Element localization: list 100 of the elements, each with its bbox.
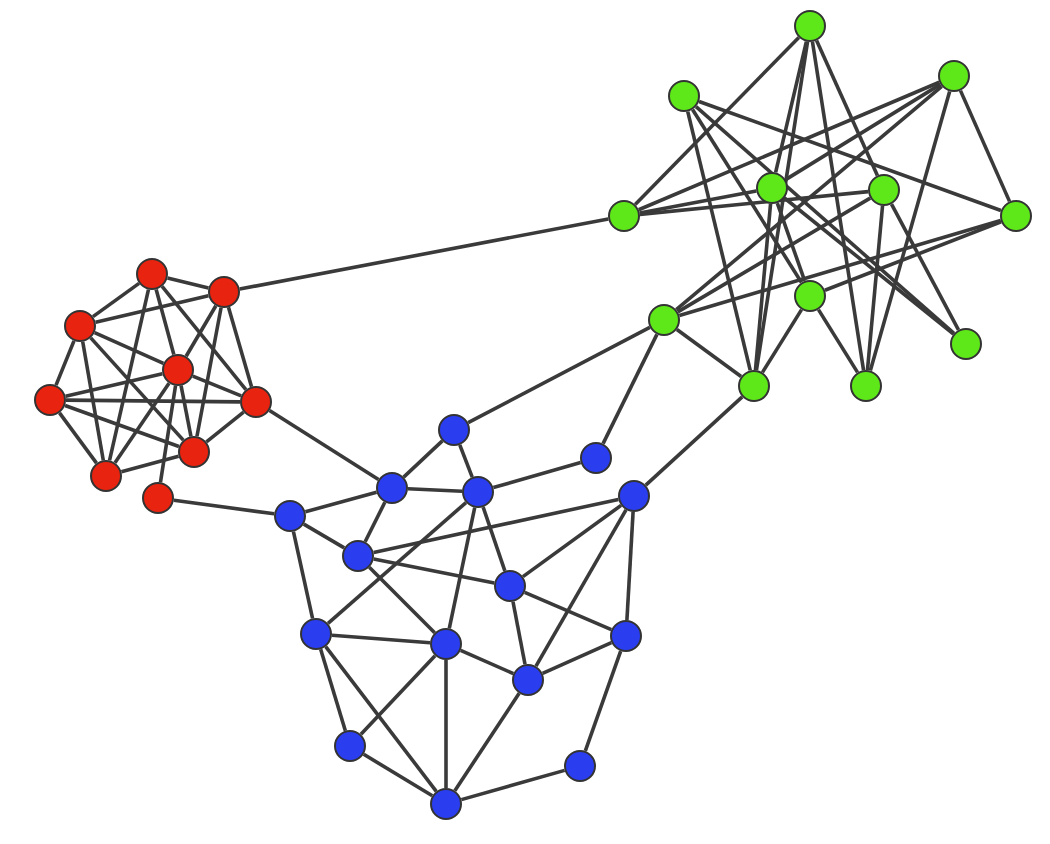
edge-line [824,220,1002,292]
edge-line [160,285,248,391]
edge-line [865,205,885,371]
edge-line [326,501,468,625]
network-node [64,310,96,342]
edge-line [691,108,803,284]
edge-line [783,196,955,336]
edge-line [534,508,628,668]
edge-line [694,105,956,335]
edge-line [511,601,527,665]
network-node [950,328,982,360]
network-node [648,304,680,336]
edge-line [784,82,942,182]
network-node [868,174,900,206]
edge-line [633,36,801,206]
edge-line [158,385,178,483]
edge-line [447,507,477,629]
edge-line [686,111,752,371]
edge-line [205,410,245,444]
edge-line [775,202,807,282]
edge-line [95,293,209,325]
edge-line [814,39,880,177]
edge-line [958,89,1012,203]
edge-line [444,660,448,788]
edge-line [239,217,609,291]
edge-line [460,768,566,802]
network-node [136,258,168,290]
edge-line [54,340,76,386]
edge-line [304,490,378,514]
edge-line [407,486,463,494]
edge-line [644,395,744,487]
edge-line [80,341,106,461]
network-node [34,384,66,416]
edge-line [675,84,943,312]
network-node [512,664,544,696]
edge-line [64,403,180,449]
network-node [162,354,194,386]
edge-line [678,218,1002,318]
network-node [300,618,332,650]
edge-line [362,752,434,798]
edge-line [107,289,151,461]
network-node [1000,200,1032,232]
network-node [334,730,366,762]
edge-line [359,654,437,736]
edge-line [363,501,387,543]
edge-line [113,382,171,464]
edge-line [89,336,185,442]
edge-line [66,398,240,404]
network-node [608,200,640,232]
edge-line [93,330,165,366]
edge-line [331,633,431,645]
edge-line [481,506,507,572]
edge-line [675,328,743,378]
edge-line [760,308,804,374]
edge-line [889,203,961,331]
edge-line [625,511,635,621]
network-node [580,442,612,474]
network-node [738,370,770,402]
edge-line [226,306,254,388]
edge-line [676,196,872,314]
network-node [668,80,700,112]
edge-line [402,439,444,479]
network-node [462,476,494,508]
edge-line [154,288,176,356]
edge-line [810,41,866,371]
edge-line [91,281,141,319]
edge-line [120,454,180,474]
edge-line [698,99,1002,213]
edge-line [173,498,275,516]
edge-line [268,409,380,481]
edge-line [868,90,952,372]
network-node [610,620,642,652]
edge-line [184,304,218,358]
edge-line [65,371,163,399]
network-node [376,472,408,504]
edge-line [521,503,623,579]
edge-line [318,648,348,732]
edge-line [754,41,810,371]
network-node [430,628,462,660]
network-node [794,280,826,312]
network-node [274,500,306,532]
network-node [142,482,174,514]
network-node [178,436,210,468]
edge-line [638,80,940,212]
network-node [342,540,374,572]
edge-line [583,650,623,752]
edge-line [167,276,209,290]
edge-line [639,189,757,215]
network-node [240,386,272,418]
edge-line [467,325,651,425]
network-node [438,414,470,446]
edge-line [601,333,659,445]
edge-line [373,497,619,555]
network-node [618,480,650,512]
edge-line [492,460,582,490]
edge-line [773,41,809,173]
edge-line [373,557,495,585]
edge-line [192,374,242,398]
edge-line [639,189,869,217]
network-node [208,276,240,308]
